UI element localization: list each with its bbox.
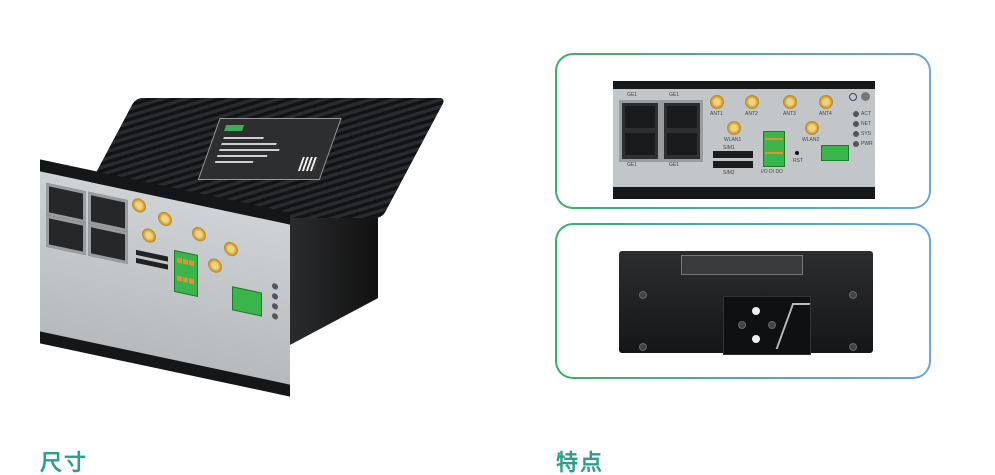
ethernet-port-pair — [619, 100, 661, 162]
led-indicator — [853, 131, 859, 137]
screw — [752, 307, 760, 315]
led-label: ACT — [861, 111, 871, 117]
port-label: GE1 — [669, 162, 680, 168]
reset-button — [795, 151, 799, 155]
din-rail-view-card — [555, 223, 931, 379]
led-label: SYS — [861, 131, 872, 137]
antenna-connector — [158, 210, 172, 228]
sim-slot — [713, 161, 753, 168]
led-indicator — [853, 141, 859, 147]
brand-logo — [224, 125, 245, 131]
screw — [639, 291, 647, 299]
din-rail-image — [619, 251, 873, 355]
power-terminal — [821, 145, 849, 161]
antenna-connector — [208, 257, 222, 275]
power-terminal — [232, 286, 262, 317]
front-panel-image: GE1 GE1 GE1 GE1 ANT1 ANT2 ANT3 ANT4 WLAN… — [613, 81, 875, 199]
screw — [849, 291, 857, 299]
led-label: PWR — [861, 141, 873, 147]
sim-label: SIM2 — [723, 170, 735, 176]
port-label: GE1 — [669, 92, 680, 98]
ground-icon — [849, 93, 857, 101]
qr-code — [297, 157, 319, 171]
screw — [849, 343, 857, 351]
screw — [738, 321, 746, 329]
antenna-label: ANT4 — [819, 111, 832, 117]
sim-slot — [713, 151, 753, 158]
port-label: GE1 — [627, 92, 638, 98]
antenna-connector — [710, 95, 724, 109]
led-indicator — [272, 282, 278, 291]
antenna-connector — [142, 227, 156, 245]
router-nameplate — [197, 118, 342, 180]
antenna-connector — [819, 95, 833, 109]
screw — [639, 343, 647, 351]
led-indicator — [272, 302, 278, 311]
front-panel-view-card: GE1 GE1 GE1 GE1 ANT1 ANT2 ANT3 ANT4 WLAN… — [555, 53, 931, 209]
sim-label: SIM1 — [723, 145, 735, 151]
screw — [752, 335, 760, 343]
led-indicator — [853, 111, 859, 117]
antenna-label: WLAN2 — [802, 137, 820, 143]
router-nameplate — [681, 255, 803, 275]
antenna-label: ANT1 — [710, 111, 723, 117]
antenna-connector — [745, 95, 759, 109]
product-image-main — [32, 98, 446, 397]
din-rail-clip — [723, 296, 811, 355]
section-heading-right: 特点 — [556, 450, 605, 475]
ethernet-port-pair — [661, 100, 703, 162]
antenna-connector — [727, 121, 741, 135]
led-indicator — [853, 121, 859, 127]
antenna-connector — [132, 196, 146, 214]
led-indicator — [272, 292, 278, 301]
reset-label: RST — [793, 158, 803, 164]
section-heading-left: 尺寸 — [40, 450, 89, 475]
antenna-label: ANT3 — [783, 111, 796, 117]
port-label: GE1 — [627, 162, 638, 168]
led-indicator — [272, 312, 278, 321]
antenna-connector — [805, 121, 819, 135]
ground-screw — [861, 92, 870, 101]
led-label: NET — [861, 121, 871, 127]
antenna-label: WLAN1 — [724, 137, 742, 143]
antenna-label: ANT2 — [745, 111, 758, 117]
io-terminal-block — [174, 249, 198, 298]
antenna-connector — [783, 95, 797, 109]
din-spring — [775, 303, 811, 349]
antenna-connector — [192, 225, 206, 243]
antenna-connector — [224, 240, 238, 258]
screw — [768, 321, 776, 329]
io-terminal-block — [763, 131, 785, 167]
io-label: I/O DI DO — [761, 169, 783, 175]
